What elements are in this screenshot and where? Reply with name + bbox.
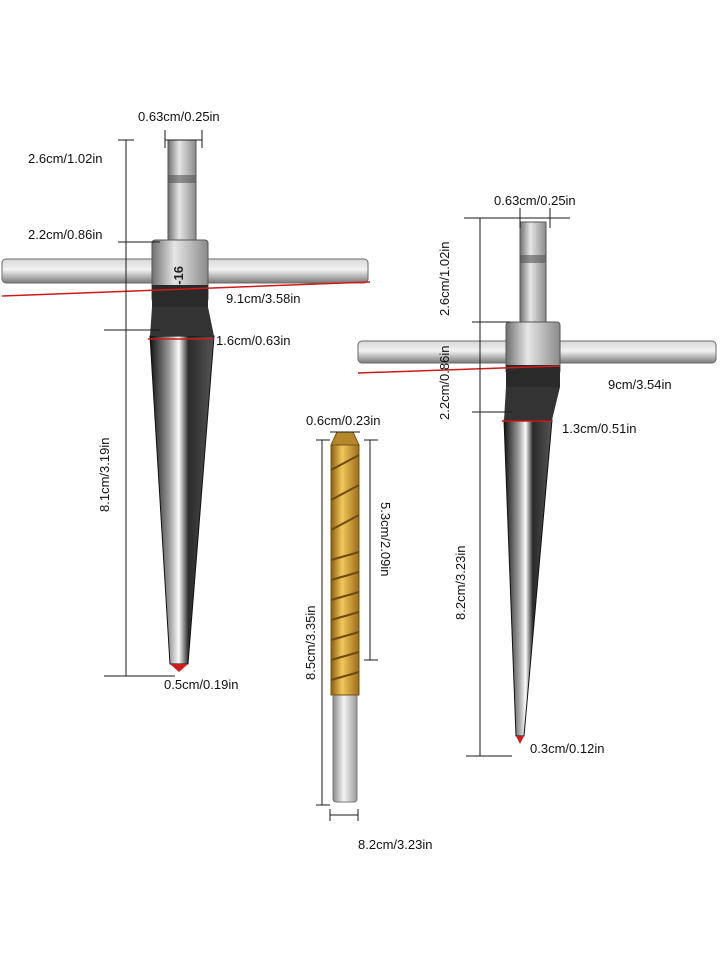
- right-shank-width-label: 0.63cm/0.25in: [494, 193, 576, 208]
- right-tip-diameter-label: 0.3cm/0.12in: [530, 741, 605, 756]
- right-hex-length-label: 2.6cm/1.02in: [437, 241, 452, 316]
- drill-total-length-label: 8.5cm/3.35in: [303, 605, 318, 680]
- left-handle-red-line: [1, 281, 371, 297]
- left-handle-length-label: 9.1cm/3.58in: [226, 291, 301, 306]
- right-flute-length-label: 8.2cm/3.23in: [453, 545, 468, 620]
- drill-saw-length-label: 5.3cm/2.09in: [378, 502, 393, 577]
- right-reamer: [357, 208, 717, 757]
- left-flute-length-label: 8.1cm/3.19in: [97, 437, 112, 512]
- left-collar-length-label: 2.2cm/0.86in: [28, 227, 103, 242]
- right-collar-length-label: 2.2cm/0.86in: [437, 345, 452, 420]
- drill-saw-body: [330, 444, 360, 696]
- left-max-diameter-label: 1.6cm/0.63in: [216, 333, 291, 348]
- left-hex-length-label: 2.6cm/1.02in: [28, 151, 103, 166]
- drill-shank-label: 8.2cm/3.23in: [358, 837, 433, 852]
- drill-diameter-label: 0.6cm/0.23in: [306, 413, 381, 428]
- right-handle-red-line: [357, 365, 561, 374]
- drill-shank: [332, 689, 358, 803]
- right-handle-length-label: 9cm/3.54in: [608, 377, 672, 392]
- left-reamer-cone: [149, 335, 215, 665]
- left-shank-width-label: 0.63cm/0.25in: [138, 109, 220, 124]
- left-hex-shank: [167, 139, 197, 251]
- right-max-diameter-label: 1.3cm/0.51in: [562, 421, 637, 436]
- right-reamer-cone: [503, 419, 553, 737]
- left-tip-diameter-label: 0.5cm/0.19in: [164, 677, 239, 692]
- right-hex-shank: [519, 221, 547, 327]
- saw-drill-bit: [316, 431, 378, 821]
- left-reamer: 5-16: [1, 130, 371, 677]
